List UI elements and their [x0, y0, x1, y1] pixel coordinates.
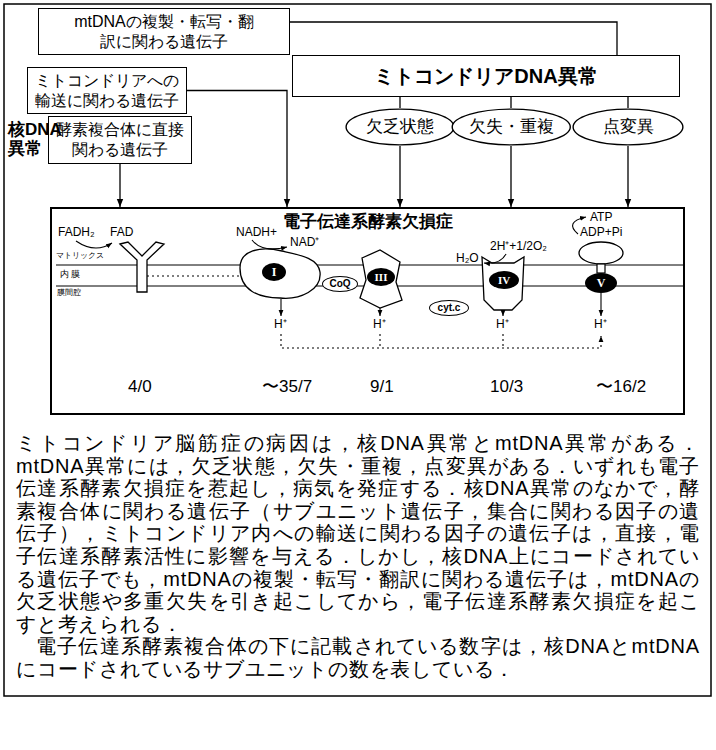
node-text: mtDNAの複製・転写・翻訳に関わる遺伝子 — [71, 12, 257, 51]
molecule-label: NADH+ — [236, 226, 277, 239]
node-text: 欠失・重複 — [469, 117, 554, 138]
membrane-label: 内 膜 — [60, 270, 80, 279]
abnormality-box: ミトコンドリアDNA異常 — [292, 55, 680, 97]
category-ellipse: 欠失・重複 — [451, 108, 572, 146]
subunit-count: 9/1 — [370, 378, 394, 397]
complex-label: I — [262, 263, 286, 281]
gene-box: ミトコンドリアへの輸送に関わる遺伝子 — [27, 67, 187, 114]
molecule-label: FAD — [110, 226, 133, 239]
proton-label: H⁺ — [274, 318, 287, 331]
node-text: ミトコンドリアへの輸送に関わる遺伝子 — [33, 71, 181, 110]
complex-label: V — [585, 273, 617, 293]
connector — [119, 164, 120, 208]
reaction-arrow — [76, 241, 112, 248]
connector — [510, 97, 511, 108]
proton-arrow — [280, 299, 281, 316]
node-text: 欠乏状態 — [366, 117, 434, 138]
proton-arrow — [502, 310, 503, 316]
complex-v-head — [579, 242, 623, 264]
subunit-count: 〜16/2 — [596, 378, 646, 397]
molecule-label: FADH₂ — [58, 226, 95, 239]
node-text: 酵素複合体に直接関わる遺伝子 — [54, 120, 186, 159]
connector — [627, 146, 628, 207]
gene-box: 酵素複合体に直接関わる遺伝子 — [48, 116, 192, 163]
connector — [627, 97, 628, 108]
caption-block: ミトコンドリア脳筋症の病因は，核DNA異常とmtDNA異常がある．mtDNA異常… — [16, 432, 700, 681]
node-text: CoQ — [329, 279, 350, 289]
node-text: I — [272, 266, 277, 278]
proton-flow — [281, 334, 601, 348]
complex-i-shape — [240, 249, 320, 298]
connector — [399, 97, 400, 108]
molecule-label: NAD⁺ — [290, 236, 319, 249]
gene-box: mtDNAの複製・転写・翻訳に関わる遺伝子 — [38, 8, 290, 55]
ellipse-shape — [346, 109, 454, 145]
molecule-label: H₂O — [456, 252, 479, 265]
subunit-count: 10/3 — [490, 378, 523, 397]
proton-flow — [379, 334, 380, 348]
ellipse-shape — [452, 109, 570, 145]
proton-arrow — [379, 308, 380, 316]
node-text: V — [597, 277, 606, 289]
category-ellipse: 点変異 — [572, 108, 684, 146]
membrane-label: 膜間腔 — [57, 289, 81, 298]
complex-v-stalk — [597, 264, 605, 273]
complex-iv-shape — [482, 257, 524, 310]
reaction-arrow — [484, 254, 506, 263]
complex-iii-shape — [360, 250, 402, 308]
node-text: ミトコンドリアDNA異常 — [374, 64, 597, 88]
caption-paragraph: ミトコンドリア脳筋症の病因は，核DNA異常とmtDNA異常がある．mtDNA異常… — [16, 432, 700, 635]
electron-path — [147, 275, 240, 276]
membrane-label: マトリックス — [56, 252, 104, 261]
side-label: 核DNA 異常 — [8, 121, 66, 158]
node-text: IV — [498, 275, 510, 286]
connector — [510, 146, 511, 207]
connector — [290, 22, 617, 55]
complex-label: IV — [489, 271, 519, 289]
carrier-oval: cyt.c — [429, 300, 469, 316]
reaction-arrow — [252, 240, 287, 249]
molecule-label: ADP+Pi — [580, 226, 622, 239]
subunit-count: 〜35/7 — [262, 378, 312, 397]
complex-ii-shape — [120, 242, 164, 292]
node-text: 点変異 — [603, 117, 654, 138]
caption-paragraph: 電子伝達系酵素複合体の下に記載されている数字は，核DNAとmtDNAにコードされ… — [16, 635, 700, 680]
molecule-label: ATP — [590, 211, 612, 224]
proton-arrow — [600, 293, 601, 316]
proton-label: H⁺ — [496, 318, 509, 331]
complex-label: III — [367, 268, 395, 286]
outer-frame — [4, 4, 711, 696]
node-text: III — [375, 272, 388, 283]
connector — [187, 91, 287, 208]
molecule-label: 2H⁺+1/2O₂ — [490, 240, 547, 253]
node-text: cyt.c — [438, 303, 461, 313]
proton-label: H⁺ — [594, 318, 607, 331]
carrier-oval: CoQ — [322, 276, 358, 292]
proton-label: H⁺ — [373, 318, 386, 331]
ellipse-shape — [573, 109, 683, 145]
category-ellipse: 欠乏状態 — [345, 108, 455, 146]
subunit-count: 4/0 — [128, 378, 152, 397]
proton-flow — [502, 334, 503, 348]
connector — [399, 146, 400, 207]
